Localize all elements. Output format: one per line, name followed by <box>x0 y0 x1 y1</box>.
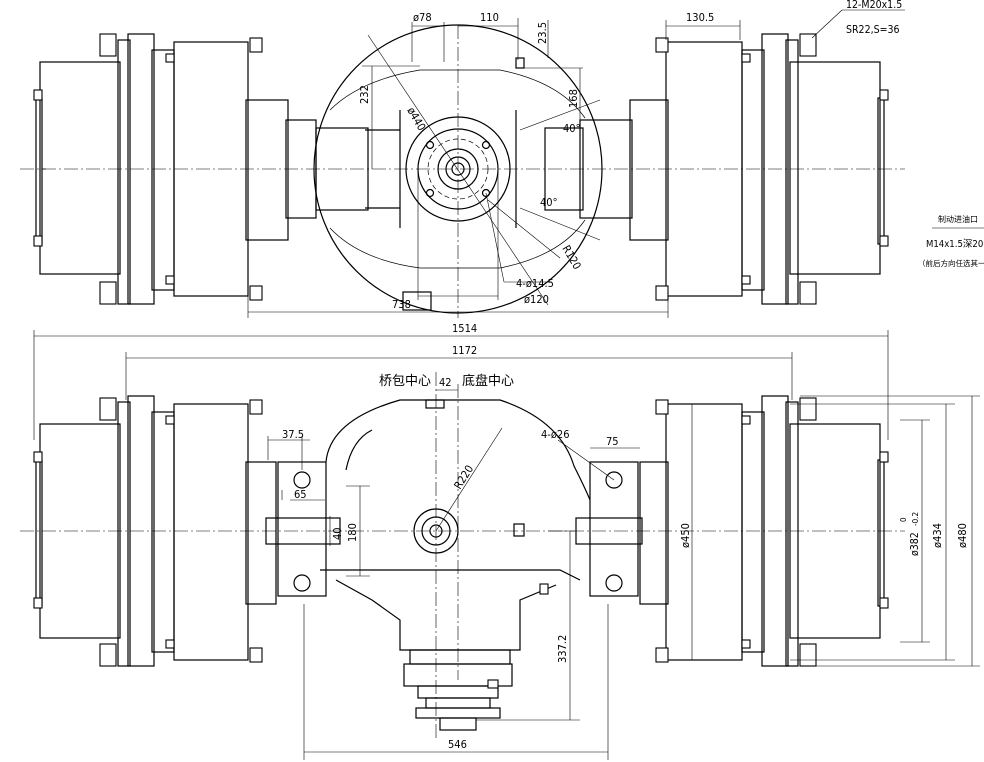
bolt-spec-2: SR22,S=36 <box>846 24 900 36</box>
brake-port-note: 制动进油口 M14x1.5深20 （前后方向任选其一） <box>918 214 984 268</box>
dim-337-2: 337.2 <box>556 635 569 663</box>
bolt-spec-1: 12-M20x1.5 <box>846 0 902 11</box>
dim-d382: ø382 <box>909 532 921 556</box>
brake-port-note-text: （前后方向任选其一） <box>918 258 984 268</box>
dim-23-5: 23.5 <box>536 22 549 44</box>
dim-1514: 1514 <box>452 322 477 335</box>
dim-42: 42 <box>439 376 452 389</box>
angle-40-top: 40° <box>563 122 581 135</box>
brake-port-thread: M14x1.5深20 <box>926 239 983 250</box>
dim-40: 40 <box>331 527 344 540</box>
dim-holes-26: 4-ø26 <box>541 428 570 441</box>
dim-110: 110 <box>480 11 499 24</box>
top-axle-housing <box>313 24 603 314</box>
front-axle-housing <box>265 399 643 731</box>
dim-holes-14-5: 4-ø14.5 <box>516 277 554 290</box>
top-view-labels: ø78 110 23.5 130.5 12-M20x1.5 SR22,S=36 … <box>358 0 902 311</box>
label-axle-center: 桥包中心 <box>379 374 431 389</box>
top-right-wheel-hub <box>579 33 889 305</box>
dim-d434: ø434 <box>931 523 944 548</box>
top-view: ø78 110 23.5 130.5 12-M20x1.5 SR22,S=36 … <box>20 0 905 318</box>
dim-1172: 1172 <box>452 344 477 357</box>
dim-d382-tolerance-upper: 0 <box>899 517 908 522</box>
dim-d480: ø480 <box>956 523 969 548</box>
dim-738: 738 <box>392 298 411 311</box>
dim-546: 546 <box>448 738 467 751</box>
dim-d450: ø450 <box>679 523 692 548</box>
dim-168: 168 <box>567 89 580 108</box>
dim-r220: R220 <box>452 463 477 492</box>
front-view-labels: 1514 1172 桥包中心 42 底盘中心 37.5 4-ø26 75 R22… <box>282 322 969 751</box>
dim-75: 75 <box>606 435 619 448</box>
dim-232: 232 <box>358 85 371 104</box>
dim-37-5: 37.5 <box>282 428 304 441</box>
angle-40-bottom: 40° <box>540 196 558 209</box>
front-view: 1514 1172 桥包中心 42 底盘中心 37.5 4-ø26 75 R22… <box>20 322 980 760</box>
dim-180: 180 <box>346 523 359 542</box>
front-right-wheel-hub <box>639 395 889 667</box>
dim-d120: ø120 <box>524 293 549 306</box>
dim-130-5: 130.5 <box>686 11 714 24</box>
top-view-dimensions <box>247 9 905 318</box>
dim-65: 65 <box>294 488 307 501</box>
dim-d382-tolerance: -0.2 <box>911 512 920 526</box>
front-view-dimensions <box>33 330 980 760</box>
dim-d78: ø78 <box>413 11 432 24</box>
front-left-wheel-hub <box>33 395 277 667</box>
brake-port-title: 制动进油口 <box>938 214 978 224</box>
label-chassis-center: 底盘中心 <box>462 373 514 389</box>
